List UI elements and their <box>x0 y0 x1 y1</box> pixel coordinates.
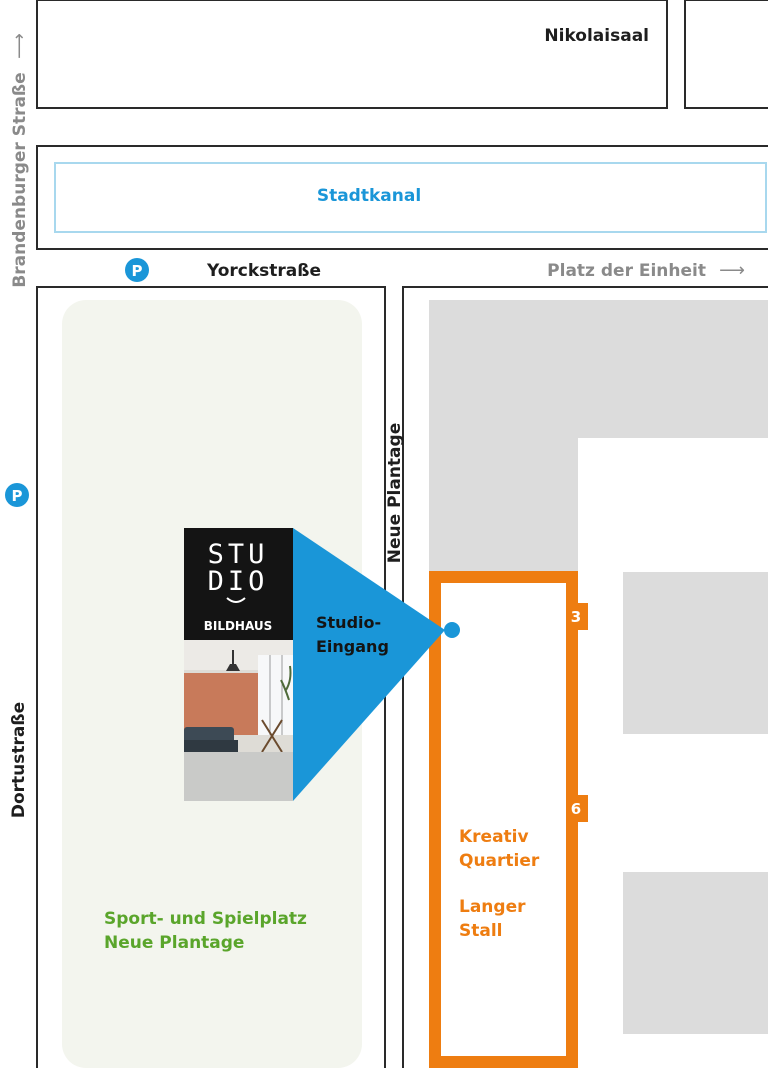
entrance-label-line1: Studio- <box>316 613 381 632</box>
parking-symbol: P <box>12 487 23 505</box>
door-6-label: 6 <box>571 800 581 818</box>
neue-plantage-label: Neue Plantage <box>385 423 405 563</box>
grey-building-top <box>429 300 768 572</box>
quartier-label-line1: Kreativ <box>459 827 529 847</box>
door-3-label: 3 <box>571 608 581 626</box>
quartier-label-line2: Quartier <box>459 851 540 871</box>
studio-bildhaus-card[interactable]: STU DIO BILDHAUS <box>184 528 293 801</box>
studio-logo-panel <box>184 528 293 640</box>
entrance-label-line2: Eingang <box>316 637 389 656</box>
platz-arrow-icon: ⟶ <box>719 260 745 281</box>
nikolaisaal-label: Nikolaisaal <box>544 26 649 46</box>
yorckstrasse-label: Yorckstraße <box>206 261 321 281</box>
parking-symbol: P <box>132 262 143 280</box>
door-6-tab <box>566 795 588 822</box>
right-top-block <box>684 0 768 109</box>
park-label-line1: Sport- und Spielplatz <box>104 909 307 929</box>
dortustrasse-label: Dortustraße <box>9 702 29 818</box>
quartier-label-line4: Stall <box>459 921 503 941</box>
brandenburger-strasse-label: Brandenburger Straße <box>10 72 30 287</box>
platz-der-einheit-label: Platz der Einheit <box>547 261 706 281</box>
studio-name: BILDHAUS <box>204 619 273 633</box>
entrance-marker[interactable] <box>444 622 460 638</box>
parking-icon[interactable]: P <box>5 483 29 507</box>
studio-logo-line2: DIO <box>208 566 269 597</box>
grey-building-mid <box>623 572 768 734</box>
park-label-line2: Neue Plantage <box>104 933 244 953</box>
nikolaisaal-block <box>36 0 668 109</box>
studio-logo-line1: STU <box>208 539 269 570</box>
entrance-pointer <box>293 528 445 801</box>
brandenburger-arrow-icon: ⟶ <box>9 33 30 59</box>
stadtkanal-label: Stadtkanal <box>317 186 421 206</box>
parking-icon[interactable]: P <box>125 258 149 282</box>
grey-building-bottom <box>623 872 768 1034</box>
studio-logo-smile <box>226 597 246 603</box>
studio-interior-photo <box>184 640 293 801</box>
kreativ-quartier-building <box>429 571 578 1068</box>
stadtkanal-water <box>54 162 767 233</box>
quartier-label-line3: Langer <box>459 897 526 917</box>
door-3-tab <box>566 603 588 630</box>
